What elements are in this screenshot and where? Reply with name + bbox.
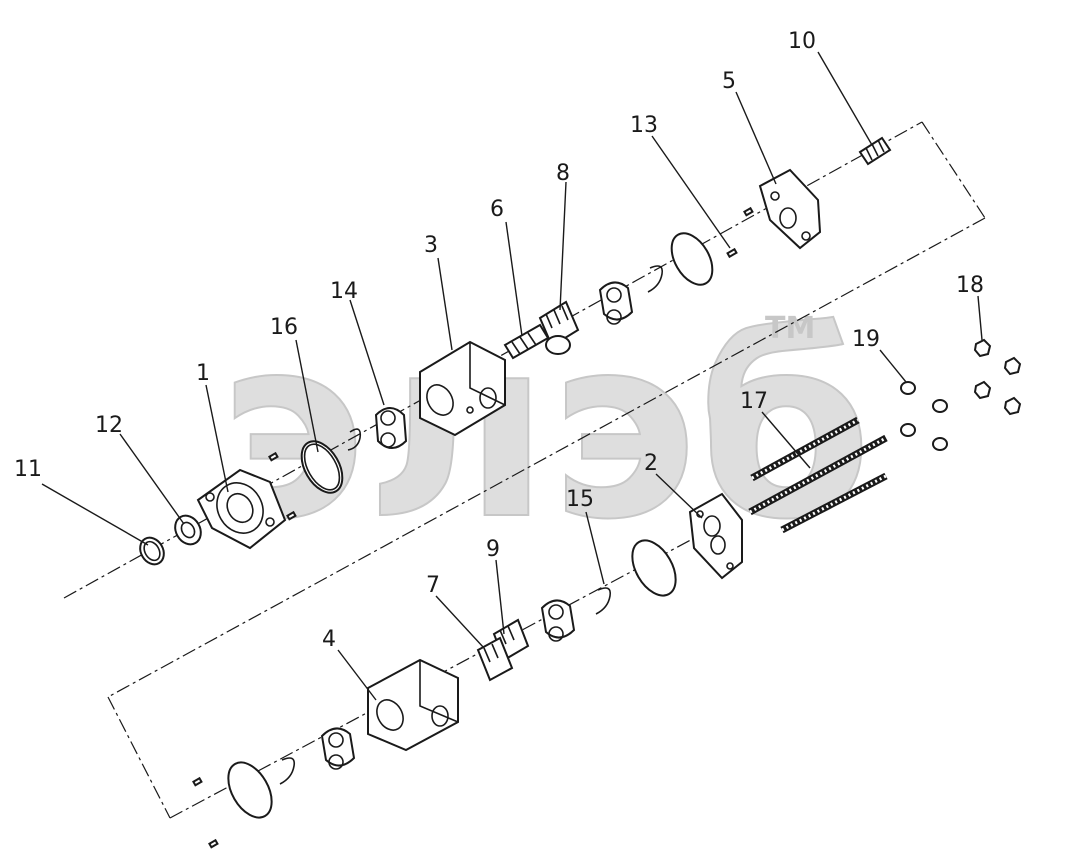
part-12-shaft-seal [174, 514, 202, 546]
part-11-snap-ring [139, 536, 165, 566]
callout-7: 7 [426, 573, 440, 598]
part-10-plug [858, 136, 892, 166]
part-18-nuts [973, 338, 1022, 416]
lower-rear-o-ring [631, 539, 677, 597]
callout-3: 3 [424, 233, 438, 258]
lower-dowel-pin-b [208, 838, 219, 849]
part-15-seal-clip [595, 587, 612, 615]
lower-front-bushing-block [320, 727, 356, 770]
part-2-adapter-plate [688, 492, 743, 580]
part-19-washers [900, 381, 948, 451]
part-3-pump-body [419, 340, 506, 437]
callout-2: 2 [644, 451, 658, 476]
callout-8: 8 [556, 161, 570, 186]
middle-axis-line [107, 217, 986, 698]
callout-10: 10 [788, 29, 816, 54]
upper-seal-clip [647, 265, 664, 293]
lower-rear-bushing-block [540, 599, 576, 642]
callout-4: 4 [322, 627, 336, 652]
callout-17: 17 [740, 389, 768, 414]
part-7-lower-drive-gear [476, 636, 514, 682]
flange-dowels [268, 451, 297, 521]
callout-12: 12 [95, 413, 123, 438]
upper-rear-bushing-block [598, 281, 634, 325]
callout-18: 18 [956, 273, 984, 298]
leader-lines [41, 51, 983, 701]
callout-13: 13 [630, 113, 658, 138]
part-8-upper-gear [538, 300, 580, 355]
part-16-o-ring [300, 440, 344, 494]
callout-5: 5 [722, 69, 736, 94]
lower-front-o-ring [227, 761, 273, 819]
part-5-rear-cover [758, 168, 822, 250]
lower-axis-return [107, 696, 171, 819]
callout-14: 14 [330, 279, 358, 304]
callout-11: 11 [14, 457, 42, 482]
callout-labels: 11 12 1 16 14 3 6 8 13 5 10 18 19 17 2 1… [14, 29, 984, 652]
callout-9: 9 [486, 537, 500, 562]
callout-15: 15 [566, 487, 594, 512]
part-4-lower-pump-body [367, 658, 459, 752]
part-13-dowel-pin [726, 247, 738, 259]
upper-axis-return [921, 121, 986, 219]
watermark-tm: TM [765, 311, 815, 346]
upper-rear-o-ring [670, 232, 714, 286]
lower-front-seal-clip [279, 757, 296, 785]
part-17-tie-bolts [748, 416, 888, 534]
rear-cover-pin [743, 206, 754, 217]
lower-dowel-pin-a [192, 776, 203, 787]
part-14-bushing-block [347, 407, 408, 451]
callout-16: 16 [270, 315, 298, 340]
callout-6: 6 [490, 197, 504, 222]
callout-19: 19 [852, 327, 880, 352]
callout-1: 1 [196, 361, 210, 386]
